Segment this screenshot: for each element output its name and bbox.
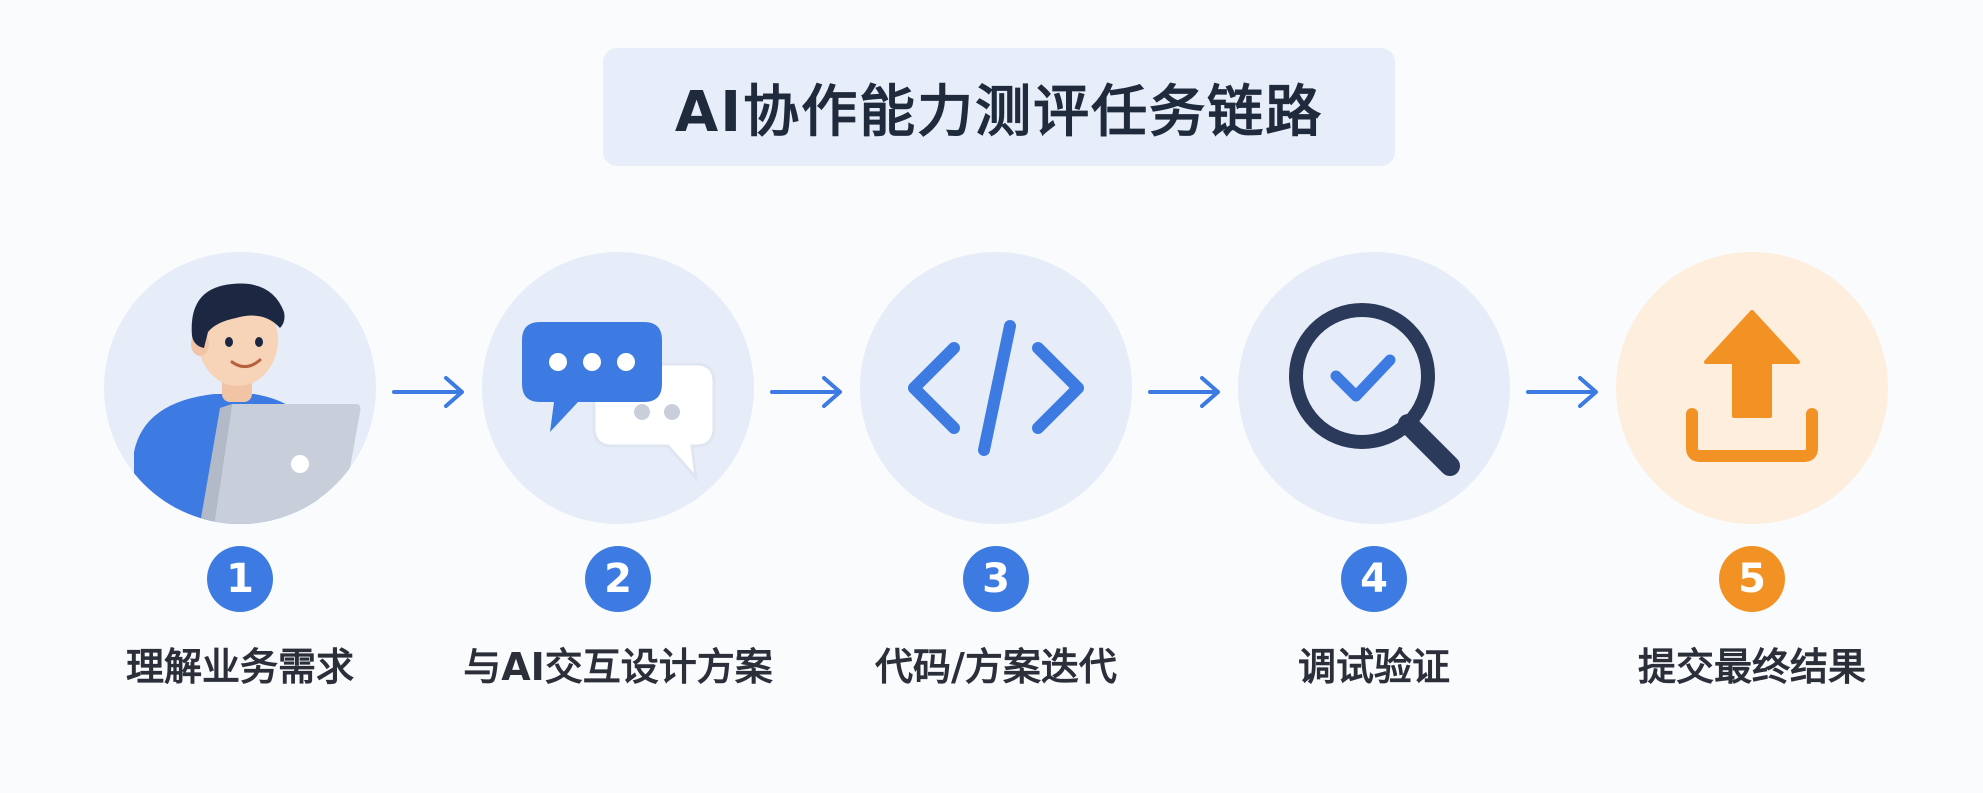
step-3: 3 代码/方案迭代 bbox=[846, 0, 1146, 793]
diagram-title: AI协作能力测评任务链路 bbox=[674, 79, 1324, 145]
step-4-badge: 4 bbox=[1341, 546, 1407, 612]
title-box: AI协作能力测评任务链路 bbox=[603, 48, 1395, 166]
step-5: 5 提交最终结果 bbox=[1602, 0, 1902, 793]
step-2-circle bbox=[482, 252, 754, 524]
step-1-badge: 1 bbox=[207, 546, 273, 612]
step-5-label: 提交最终结果 bbox=[1637, 645, 1866, 689]
chat-bubbles-icon bbox=[522, 322, 716, 483]
step-5-circle bbox=[1616, 252, 1888, 524]
magnifier-check-icon bbox=[1289, 303, 1460, 476]
step-2: 2 与AI交互设计方案 bbox=[463, 0, 773, 793]
arrow-right-icon bbox=[392, 376, 464, 408]
step-4: 4 调试验证 bbox=[1224, 0, 1524, 793]
step-3-label: 代码/方案迭代 bbox=[875, 645, 1117, 689]
step-1-label: 理解业务需求 bbox=[125, 645, 354, 689]
step-5-badge: 5 bbox=[1719, 546, 1785, 612]
step-1: 1 理解业务需求 bbox=[90, 0, 390, 793]
step-3-circle bbox=[860, 252, 1132, 524]
person-laptop-icon bbox=[134, 283, 361, 524]
arrow-right-icon bbox=[1526, 376, 1598, 408]
arrow-right-icon bbox=[1148, 376, 1220, 408]
upload-icon bbox=[1686, 310, 1818, 462]
step-4-circle bbox=[1238, 252, 1510, 524]
code-icon bbox=[908, 320, 1084, 456]
step-2-label: 与AI交互设计方案 bbox=[463, 645, 773, 689]
step-3-badge: 3 bbox=[963, 546, 1029, 612]
arrow-right-icon bbox=[770, 376, 842, 408]
step-4-label: 调试验证 bbox=[1297, 645, 1450, 689]
step-1-circle bbox=[104, 252, 376, 524]
step-2-badge: 2 bbox=[585, 546, 651, 612]
